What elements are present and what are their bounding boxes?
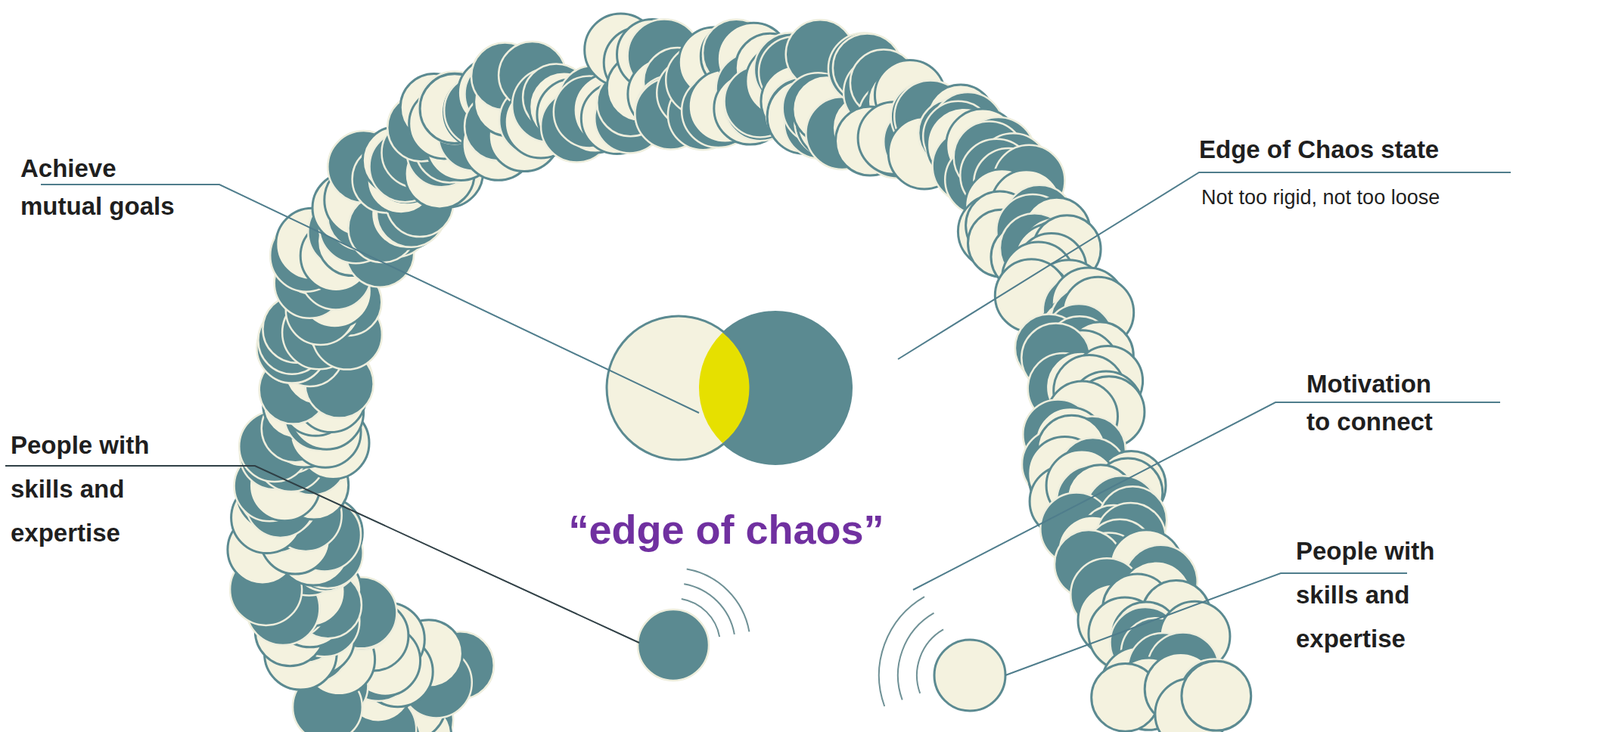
signal-wave xyxy=(686,569,750,633)
person-circle xyxy=(1181,661,1252,731)
circle-ring xyxy=(227,13,1252,732)
venn-overlap xyxy=(606,316,751,460)
callout-note: Not too rigid, not too loose xyxy=(1201,184,1580,211)
venn-circle xyxy=(606,316,751,460)
signal-wave xyxy=(916,629,944,694)
callout-label: Edge of Chaos state xyxy=(1199,134,1532,165)
venn-outline xyxy=(606,316,751,460)
person-dot xyxy=(934,640,1006,712)
callout-label: Achieve mutual goals xyxy=(20,149,195,226)
signal-wave xyxy=(897,613,935,701)
callout-label: Motivation to connect xyxy=(1306,365,1451,442)
signal-wave xyxy=(681,599,720,637)
callout-label: People with skills and expertise xyxy=(1295,529,1448,662)
center-title: “edge of chaos” xyxy=(499,505,954,554)
person-dot xyxy=(637,609,709,681)
callout-label: People with skills and expertise xyxy=(10,423,162,556)
signal-wave xyxy=(683,584,735,635)
signal-wave xyxy=(879,596,925,707)
